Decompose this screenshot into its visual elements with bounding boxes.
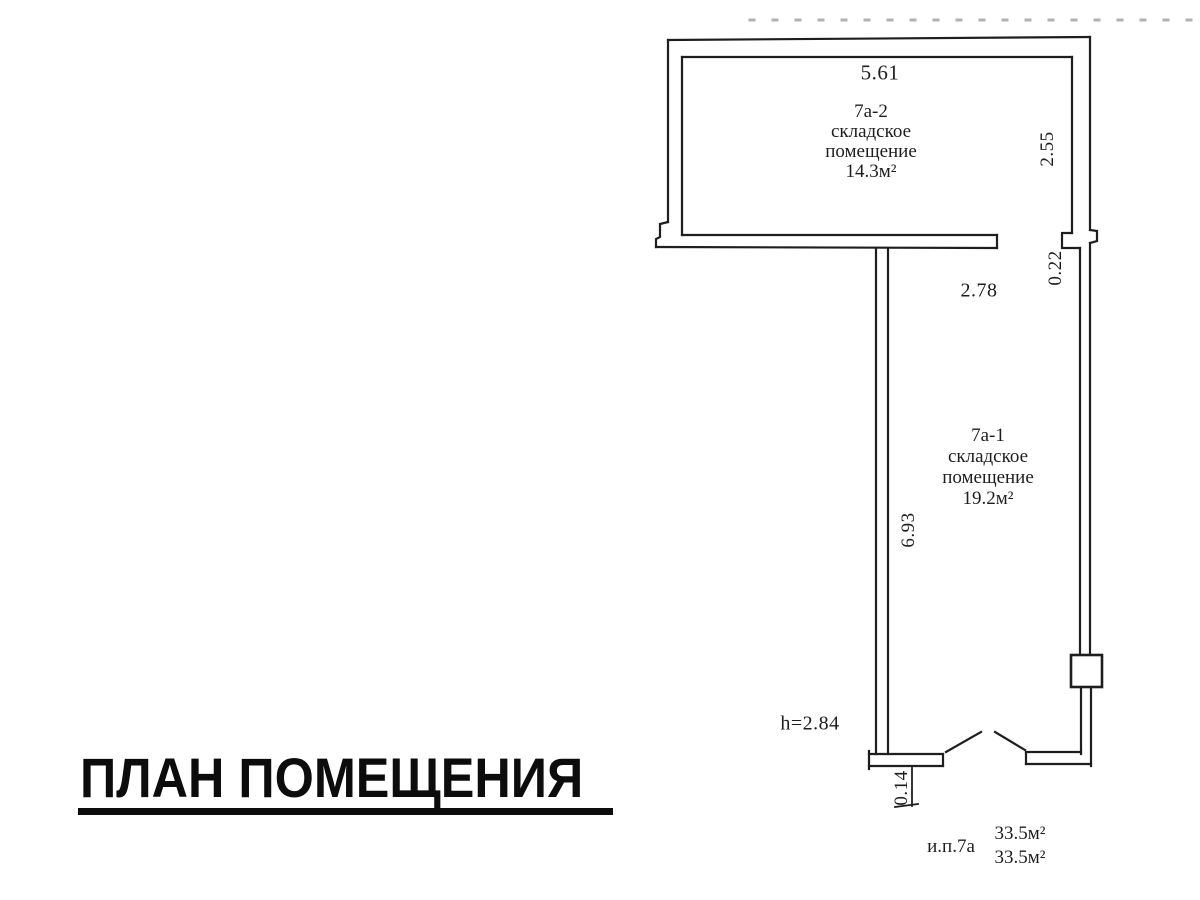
- total-area-line1: 33.5м²: [994, 823, 1046, 844]
- unit-label: и.п.7а: [927, 836, 975, 857]
- room-area: 19.2м²: [962, 488, 1014, 509]
- room-type-line1: складское: [830, 121, 912, 142]
- dimension-wall-thickness: 0.14: [891, 770, 912, 806]
- lower-room-walls: [867, 241, 1093, 809]
- room-label-7a-2: 7а-2 складское помещение 14.3м²: [786, 102, 956, 182]
- room-number: 7а-2: [854, 101, 888, 122]
- total-area-line2: 33.5м²: [994, 847, 1046, 868]
- room-number: 7а-1: [971, 425, 1005, 446]
- door-leaves: [944, 730, 1027, 754]
- upper-room-walls: [654, 35, 1099, 250]
- title-underline: [78, 808, 613, 815]
- dimension-top-width: 5.61: [860, 60, 900, 85]
- dimension-wall-offset: 0.22: [1045, 250, 1066, 286]
- dimension-lower-room-width: 2.78: [960, 279, 998, 302]
- dimension-ceiling-height: h=2.84: [780, 712, 840, 735]
- dimension-lower-room-depth: 6.93: [898, 512, 919, 548]
- room-type-line2: помещение: [825, 141, 917, 162]
- room-type-line2: помещение: [942, 467, 1034, 488]
- dimension-upper-room-depth: 2.55: [1037, 131, 1058, 167]
- room-area: 14.3м²: [845, 161, 897, 182]
- page-title: ПЛАН ПОМЕЩЕНИЯ: [80, 746, 584, 809]
- wall-junction-box: [1069, 653, 1104, 689]
- room-label-7a-1: 7а-1 складское помещение 19.2м²: [903, 425, 1073, 509]
- room-type-line1: складское: [947, 446, 1029, 467]
